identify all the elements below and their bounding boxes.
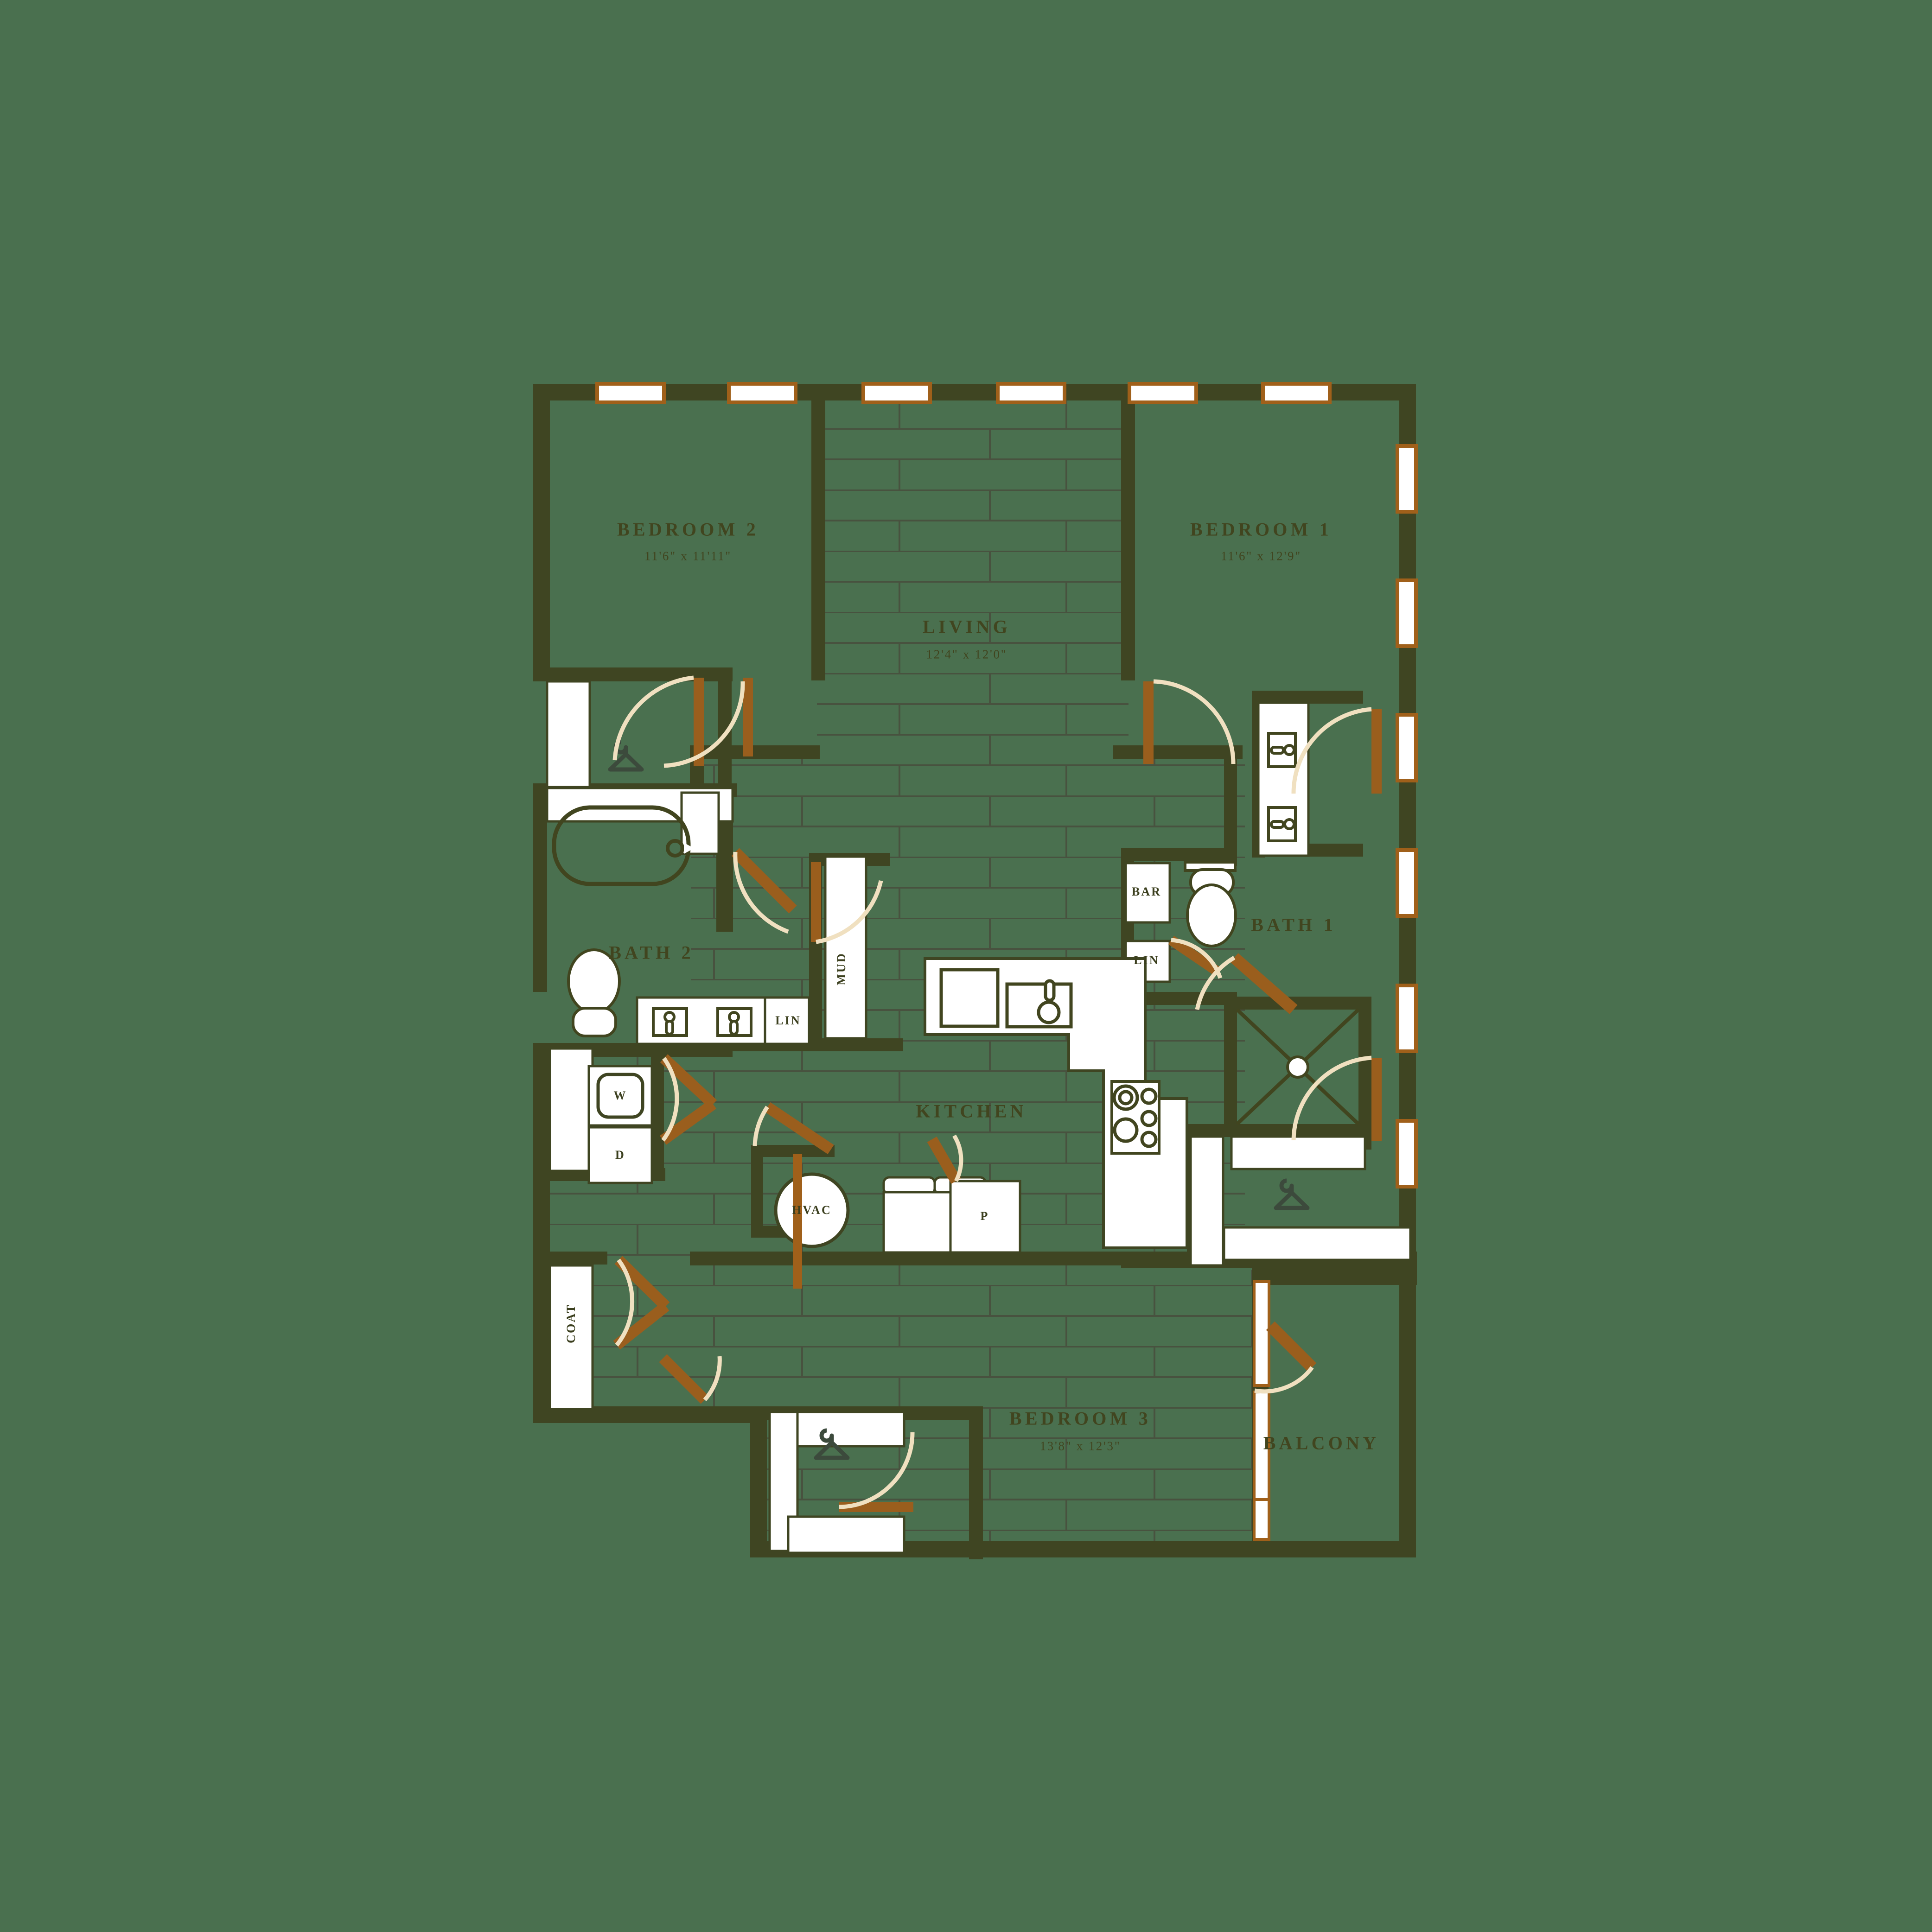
closet-hanger-bedroom1 — [1274, 1178, 1310, 1210]
built-in-blocks — [546, 680, 1412, 1554]
kitchen-counters — [882, 957, 1188, 1254]
double-vanity-bath2 — [652, 1007, 752, 1037]
toilet-bath2 — [567, 948, 621, 1037]
hvac-unit — [774, 1172, 850, 1248]
doors — [612, 675, 1382, 1512]
windows-top-wall — [595, 382, 1332, 404]
toilet-bath1 — [1184, 861, 1237, 947]
windows-right-wall — [1396, 444, 1418, 1188]
balcony-openings — [1253, 1280, 1270, 1541]
living-floor — [817, 384, 1129, 750]
bathtub — [552, 805, 694, 886]
washer-dryer — [587, 1065, 653, 1184]
closet-hanger-bedroom3 — [814, 1428, 850, 1460]
shower-bath1 — [1236, 1008, 1360, 1125]
double-vanity-bath1 — [1267, 732, 1297, 842]
